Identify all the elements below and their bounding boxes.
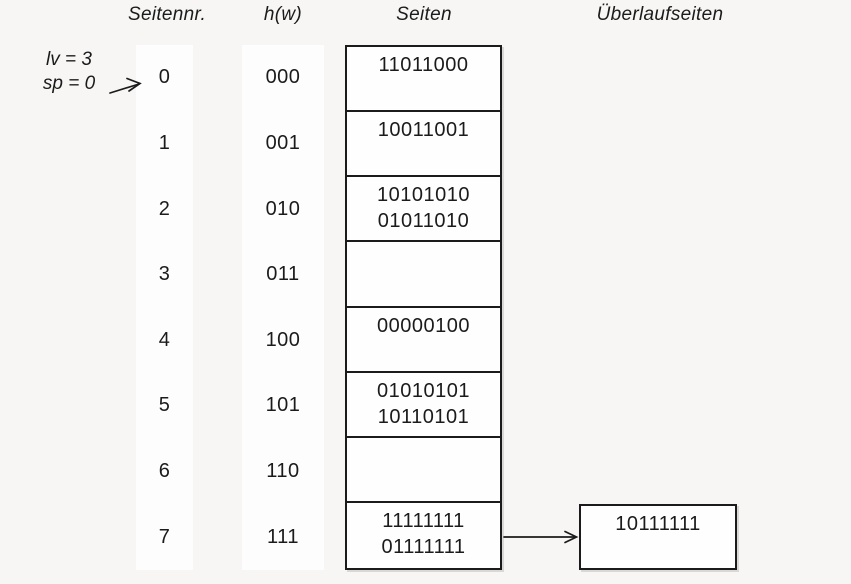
header-page-number: Seitennr. — [127, 4, 207, 25]
overflow-entry: 10111111 — [615, 513, 701, 535]
page-bucket-0: 11011000 — [347, 47, 500, 113]
hash-value: 101 — [265, 394, 301, 417]
page-bucket-5: 01010101 10110101 — [347, 373, 500, 438]
page-number: 7 — [158, 525, 171, 548]
page-number: 2 — [158, 197, 171, 220]
page-bucket-3 — [347, 242, 500, 308]
overflow-arrow-icon — [503, 530, 579, 544]
page-number: 1 — [158, 131, 171, 154]
page-bucket-1: 10011001 — [347, 112, 500, 178]
hash-value: 010 — [265, 197, 301, 220]
hash-value-column: 000 001 010 011 100 101 110 111 — [242, 45, 324, 570]
bucket-entry: 01111111 — [381, 535, 466, 558]
state-annotation: lv = 3 sp = 0 — [30, 48, 108, 96]
header-hash-function: h(w) — [263, 4, 303, 25]
bucket-entry: 01010101 — [377, 379, 470, 402]
bucket-entry: 11111111 — [382, 509, 465, 532]
bucket-entry: 11011000 — [378, 54, 469, 76]
page-number-column: 0 1 2 3 4 5 6 7 — [136, 45, 193, 570]
page-bucket-6 — [347, 438, 500, 503]
level-value: lv = 3 — [46, 49, 92, 70]
bucket-entry: 10011001 — [377, 119, 470, 142]
header-overflow-pages: Überlaufseiten — [596, 4, 724, 25]
page-number: 6 — [158, 460, 171, 483]
page-bucket-2: 10101010 01011010 — [347, 177, 500, 243]
hash-value: 001 — [265, 131, 301, 154]
bucket-entry: 10101010 — [377, 184, 470, 207]
page-bucket-7: 11111111 01111111 — [347, 503, 500, 568]
page-number: 3 — [158, 263, 171, 286]
hash-value: 011 — [266, 263, 300, 286]
page-number: 0 — [158, 66, 171, 89]
hash-value: 100 — [265, 328, 301, 351]
page-number: 4 — [158, 328, 171, 351]
split-pointer-value: sp = 0 — [42, 73, 96, 94]
pages-box: 11011000 10011001 10101010 01011010 0000… — [345, 45, 502, 570]
header-pages: Seiten — [396, 4, 452, 25]
hash-value: 111 — [267, 525, 299, 548]
hash-value: 110 — [266, 460, 300, 483]
page-bucket-4: 00000100 — [347, 308, 500, 373]
bucket-entry: 10110101 — [377, 405, 470, 428]
hash-value: 000 — [265, 66, 301, 89]
overflow-page-box: 10111111 — [579, 504, 737, 570]
bucket-entry: 00000100 — [377, 314, 470, 337]
bucket-entry: 01011010 — [377, 210, 470, 233]
page-number: 5 — [158, 394, 171, 417]
